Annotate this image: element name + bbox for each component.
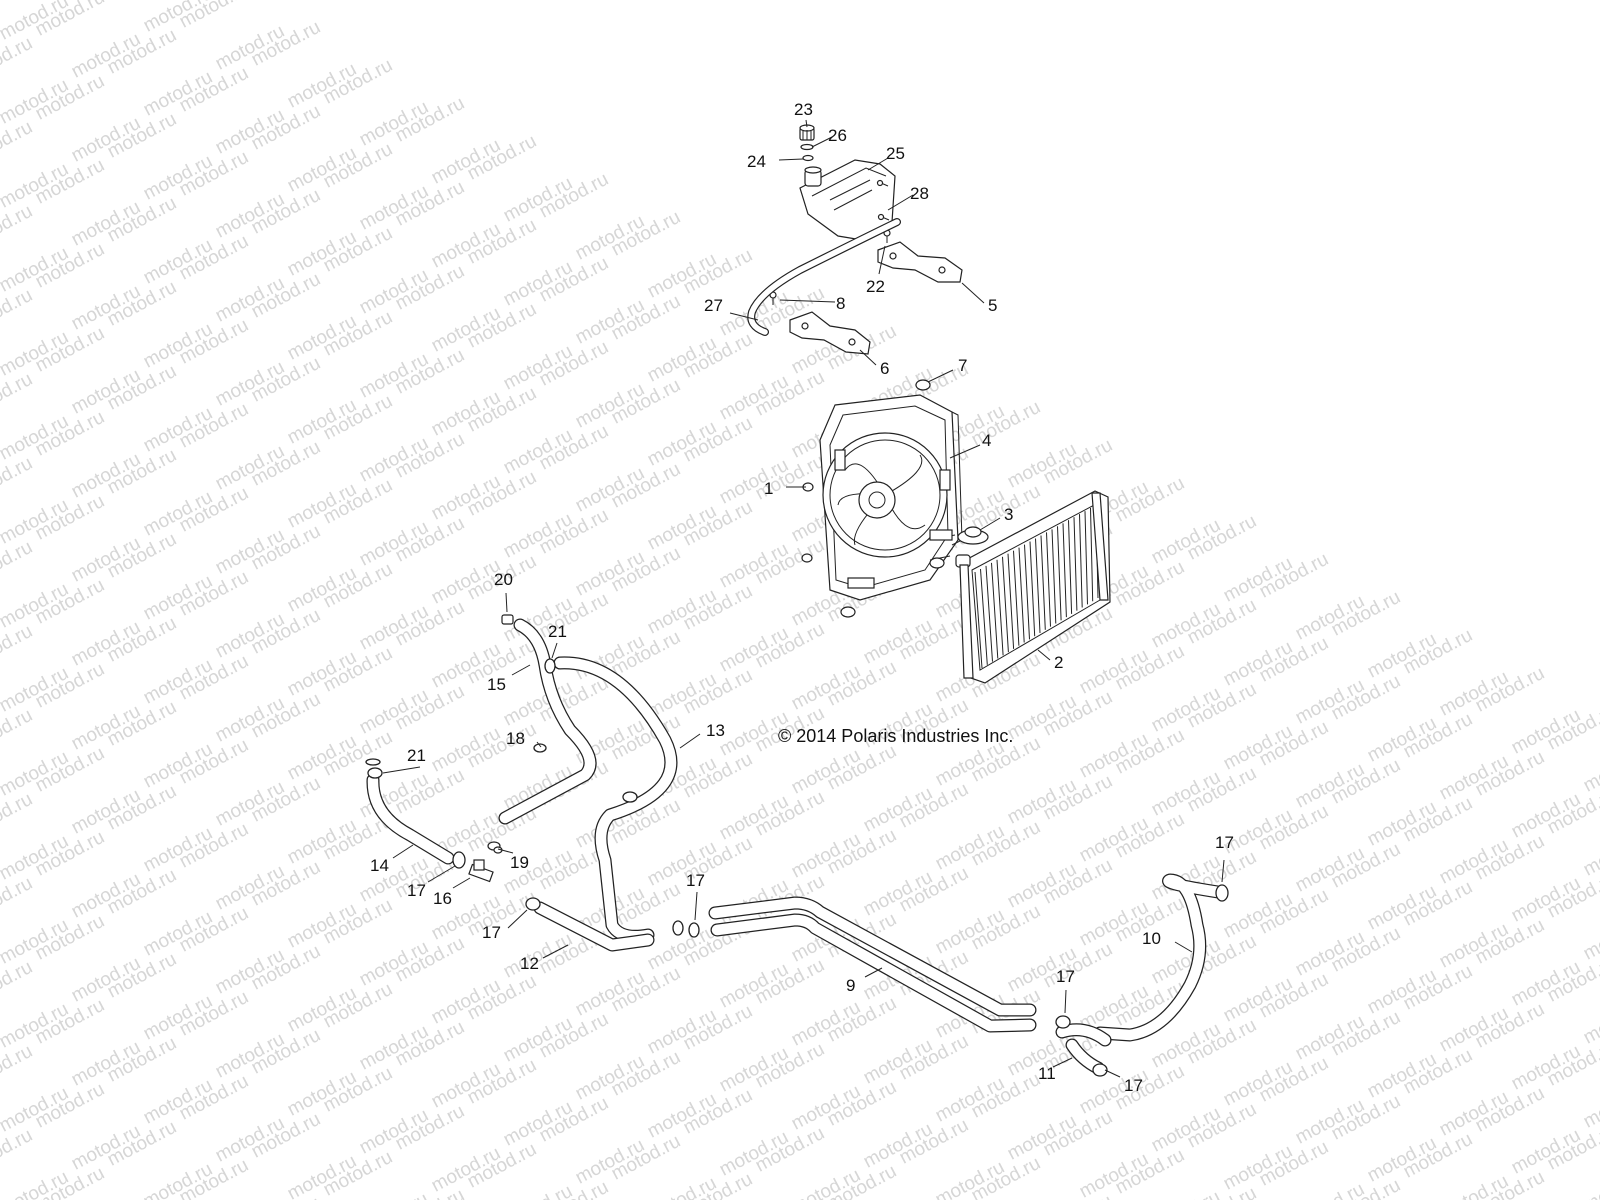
callout-18: 18 [506, 729, 525, 748]
callout-23: 23 [794, 100, 813, 119]
copyright-notice: © 2014 Polaris Industries Inc. [778, 726, 1013, 746]
callout-7: 7 [958, 356, 967, 375]
callout-19: 19 [510, 853, 529, 872]
reservoir-cap [799, 124, 815, 141]
radiator [955, 490, 1111, 684]
callout-leaders [382, 119, 1225, 1078]
callout-12: 12 [520, 954, 539, 973]
fan-mount-grommets [801, 379, 945, 618]
bracket-left [789, 311, 871, 355]
hose-clamps [365, 658, 1229, 1077]
callout-1: 1 [764, 479, 773, 498]
callout-21b: 21 [407, 746, 426, 765]
callout-20: 20 [494, 570, 513, 589]
callout-17d: 17 [1056, 967, 1075, 986]
callout-17b: 17 [482, 923, 501, 942]
cap-seal [800, 143, 814, 151]
callout-24: 24 [747, 152, 766, 171]
callout-27: 27 [704, 296, 723, 315]
callout-17c: 17 [686, 871, 705, 890]
hose-15 [498, 618, 597, 825]
radiator-isolator [957, 526, 989, 545]
callout-13: 13 [706, 721, 725, 740]
hose-13 [553, 656, 678, 943]
bracket-right [877, 241, 963, 283]
callout-5: 5 [988, 296, 997, 315]
pipe-9 [708, 896, 1037, 1033]
small-fitting [487, 841, 503, 854]
hose-11 [1055, 1023, 1112, 1075]
neck-seal [802, 154, 814, 162]
callout-10: 10 [1142, 929, 1161, 948]
callout-28: 28 [910, 184, 929, 203]
callout-14: 14 [370, 856, 389, 875]
callout-22: 22 [866, 277, 885, 296]
hose-14 [366, 773, 455, 865]
callout-16: 16 [433, 889, 452, 908]
hose-12 [533, 901, 655, 952]
callout-15: 15 [487, 675, 506, 694]
callout-17a: 17 [407, 881, 426, 900]
callout-3: 3 [1004, 505, 1013, 524]
callout-9: 9 [846, 976, 855, 995]
fan-shroud [819, 394, 963, 601]
tee-fitting [468, 859, 494, 883]
screws [769, 179, 891, 305]
callout-17e: 17 [1124, 1076, 1143, 1095]
overflow-tube [747, 218, 901, 336]
callout-11: 11 [1038, 1064, 1056, 1083]
callout-26: 26 [828, 126, 847, 145]
callout-25: 25 [886, 144, 905, 163]
hose-10 [1093, 873, 1225, 1042]
callout-4: 4 [982, 431, 991, 450]
callout-21a: 21 [548, 622, 567, 641]
hose-cap [501, 614, 514, 625]
callout-17f: 17 [1215, 833, 1234, 852]
callout-6: 6 [880, 359, 889, 378]
callout-labels: 1 2 3 4 5 6 7 8 9 10 11 12 13 14 15 16 1… [370, 100, 1234, 1095]
callout-8: 8 [836, 294, 845, 313]
callout-2: 2 [1054, 653, 1063, 672]
